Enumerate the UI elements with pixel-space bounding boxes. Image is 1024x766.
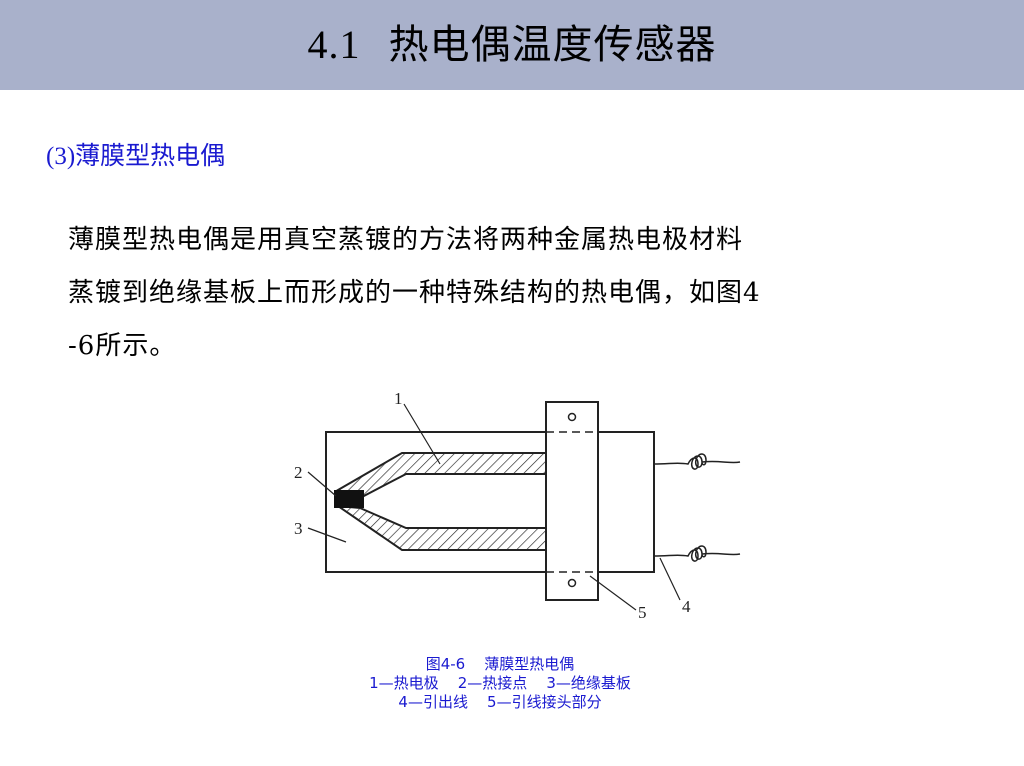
slide-title: 4.1 热电偶温度传感器 — [0, 0, 1024, 90]
subheading-text: 薄膜型热电偶 — [75, 141, 226, 170]
section-number: 4.1 — [307, 22, 361, 67]
upper-electrode — [335, 452, 551, 500]
hot-junction — [334, 490, 364, 508]
paragraph-line-1: 薄膜型热电偶是用真空蒸镀的方法将两种金属热电极材料 — [68, 225, 744, 255]
caption-legend-line-2: 4—引出线 5—引线接头部分 — [398, 693, 602, 711]
thin-film-thermocouple-diagram: 1 2 3 4 5 — [294, 389, 741, 622]
title-bar — [0, 0, 1024, 90]
label-4: 4 — [682, 597, 691, 616]
label-3: 3 — [294, 519, 303, 538]
label-2: 2 — [294, 463, 303, 482]
insulating-substrate — [325, 431, 655, 573]
subheading: (3)薄膜型热电偶 — [46, 136, 225, 172]
label-1: 1 — [394, 389, 403, 408]
caption-legend-line-1: 1—热电极 2—热接点 3—绝缘基板 — [369, 674, 631, 692]
paragraph-line-3: -6所示。 — [68, 331, 177, 361]
title-text: 热电偶温度传感器 — [388, 22, 717, 68]
lower-lead-wire — [653, 545, 741, 562]
lead-connector — [545, 401, 599, 601]
upper-lead-wire — [653, 453, 741, 470]
lower-electrode — [334, 504, 551, 551]
body-paragraph: 薄膜型热电偶是用真空蒸镀的方法将两种金属热电极材料 蒸镀到绝缘基板上而形成的一种… — [68, 214, 948, 373]
subheading-marker: (3) — [46, 143, 76, 170]
label-5: 5 — [638, 603, 647, 622]
paragraph-line-2: 蒸镀到绝缘基板上而形成的一种特殊结构的热电偶，如图4 — [68, 278, 761, 308]
figure-caption: 图4-6 薄膜型热电偶 1—热电极 2—热接点 3—绝缘基板 4—引出线 5—引… — [300, 655, 700, 712]
caption-title: 图4-6 薄膜型热电偶 — [425, 655, 575, 673]
